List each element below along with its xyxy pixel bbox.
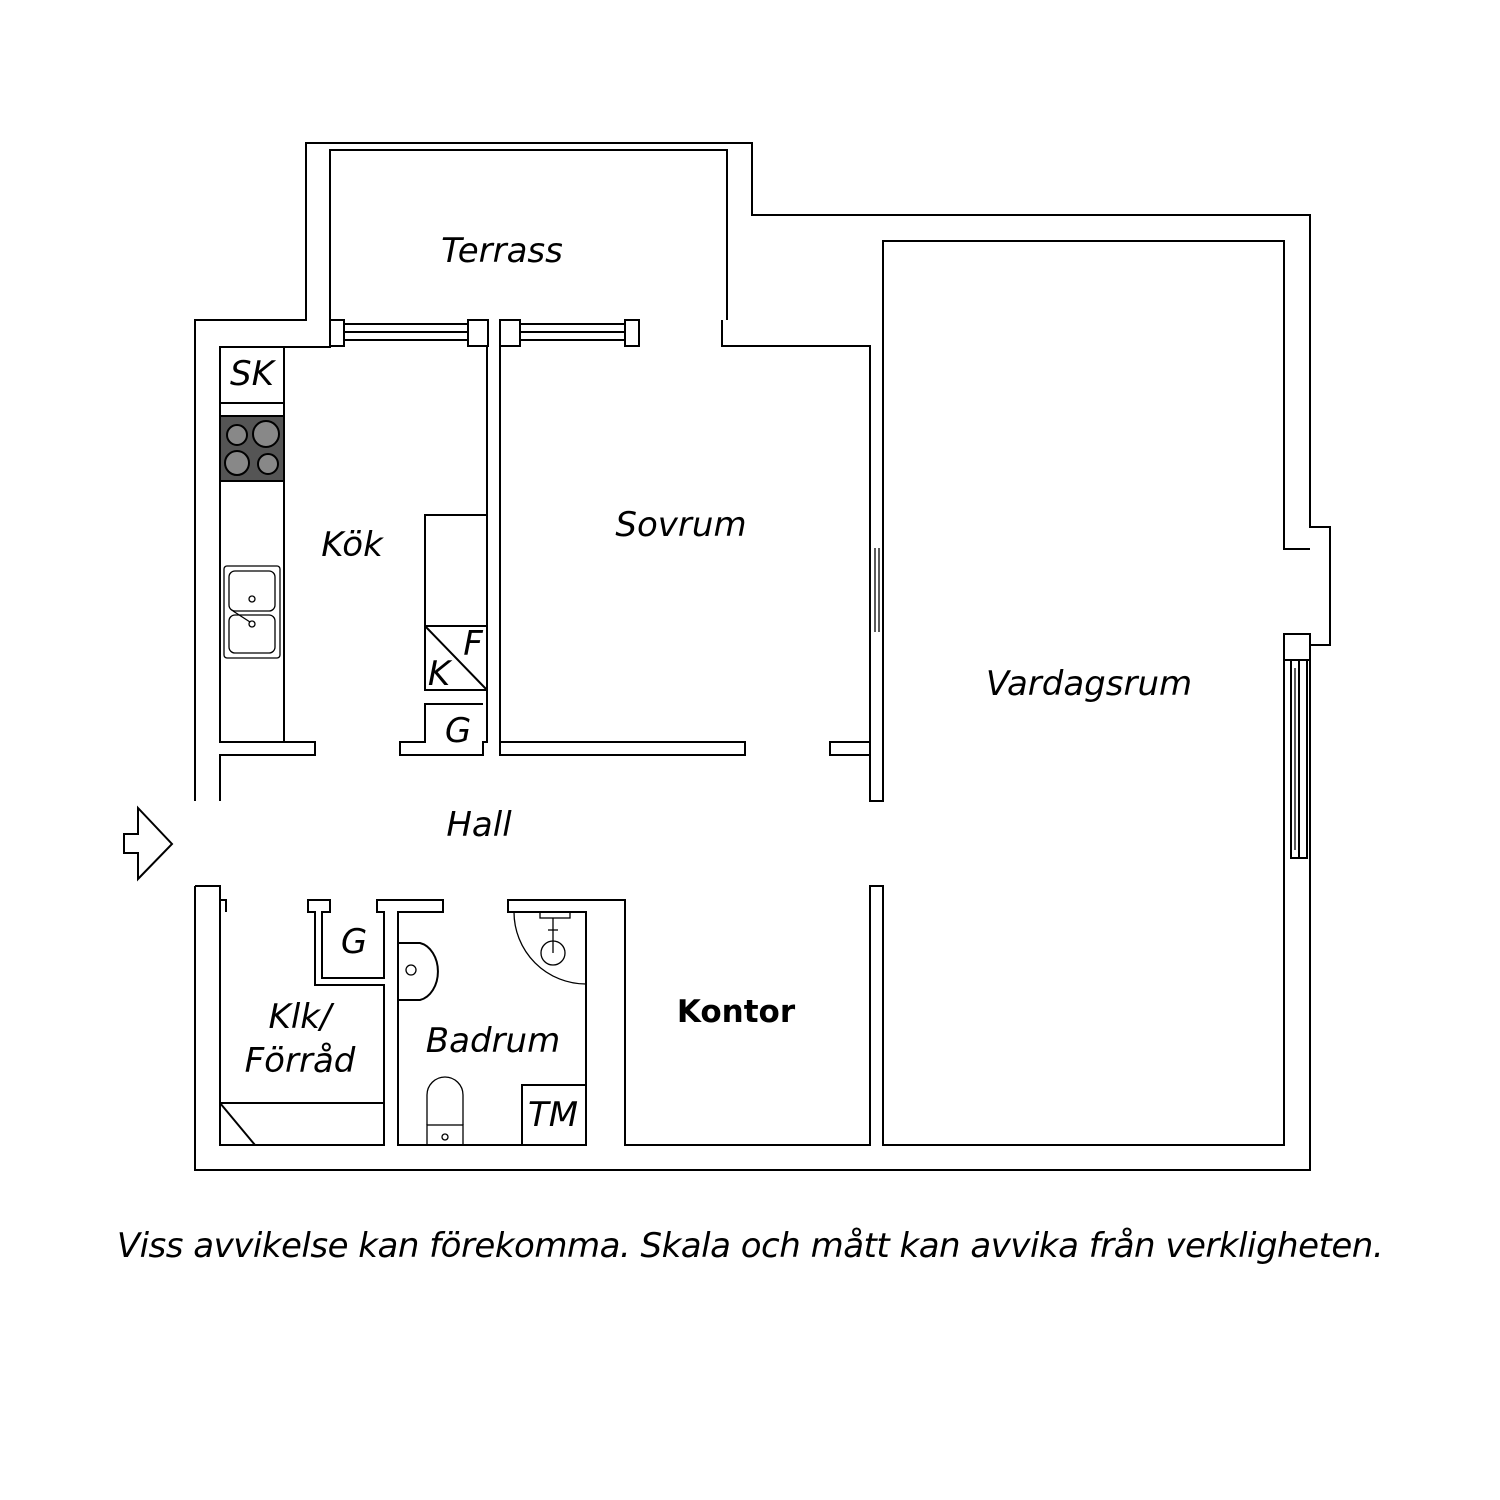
room-label-closet-line2: Förråd [245,1041,356,1081]
interior-walls [399,346,880,756]
kitchen-counter [219,346,285,743]
fixture-label-wardrobe-top: G [445,711,471,751]
room-label-hall: Hall [446,805,512,845]
fixture-label-cabinet: SK [230,354,277,394]
fridge-freezer [424,514,488,691]
room-label-office: Kontor [677,994,796,1030]
bathroom-fixtures [397,911,587,1146]
room-label-living: Vardagsrum [986,664,1192,704]
fixture-label-freezer: K [428,654,453,694]
terrace-windows [329,319,640,347]
closet-shelf [219,1102,384,1146]
room-label-terrace: Terrass [441,231,563,271]
disclaimer-text: Viss avvikelse kan förekomma. Skala och … [116,1226,1384,1266]
shower-icon [513,911,587,985]
washbasin-icon [397,942,439,1001]
room-label-kitchen: Kök [321,525,384,565]
sink-icon [223,565,281,659]
room-labels: Terrass Kök Sovrum Vardagsrum Hall Klk/ … [245,231,1193,1081]
fixture-label-fridge: F [463,624,483,664]
room-label-bathroom: Badrum [426,1021,560,1061]
fixture-labels: SK F K G G TM [230,354,578,1135]
living-window [1283,633,1311,859]
fixture-label-washer: TM [528,1095,578,1135]
outer-walls [194,142,1331,1171]
room-label-bedroom: Sovrum [615,505,746,545]
entrance-arrow-icon [123,805,174,882]
room-label-closet-line1: Klk/ [269,997,335,1037]
toilet-icon [426,1076,464,1146]
fixture-label-wardrobe-bottom: G [341,922,367,962]
